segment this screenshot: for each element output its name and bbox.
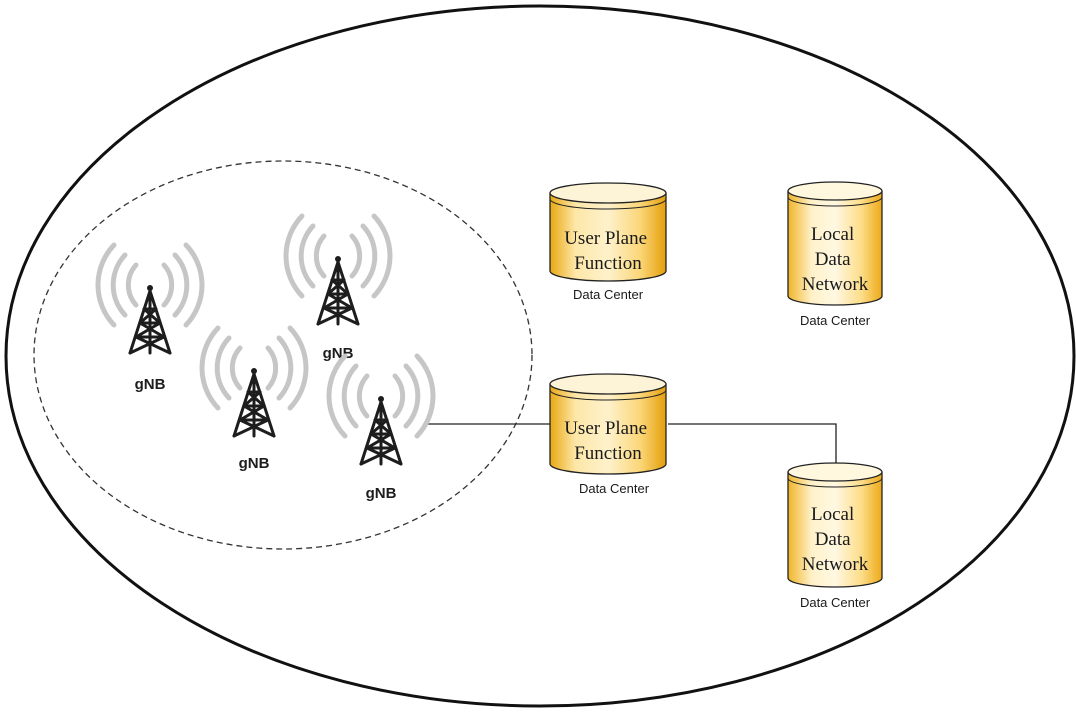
ldn-database-top: Local Data Network Data Center bbox=[787, 181, 883, 328]
title-line: Network bbox=[802, 274, 869, 295]
database-caption: Data Center bbox=[800, 313, 871, 328]
cell-tower-icon bbox=[98, 245, 202, 353]
gnb-label: gNB bbox=[323, 345, 354, 362]
database-caption: Data Center bbox=[579, 481, 650, 496]
cell-tower-icon bbox=[202, 328, 306, 436]
gnb-tower-1: gNB bbox=[98, 245, 202, 393]
title-line: Local bbox=[811, 224, 854, 245]
title-line: Function bbox=[574, 253, 642, 274]
link-upf-to-ldn bbox=[668, 423, 837, 466]
cell-tower-icon bbox=[286, 216, 390, 324]
title-line: User Plane bbox=[564, 228, 647, 249]
database-title: Local Data Network bbox=[802, 224, 869, 295]
database-caption: Data Center bbox=[800, 595, 871, 610]
database-cylinder-icon bbox=[549, 182, 667, 282]
title-line: Function bbox=[574, 443, 642, 464]
database-cylinder-icon bbox=[787, 462, 883, 588]
upf-database-top: User Plane Function Data Center bbox=[549, 182, 667, 302]
database-cylinder-icon bbox=[549, 373, 667, 475]
gnb-label: gNB bbox=[366, 485, 397, 502]
title-line: Data bbox=[815, 249, 851, 270]
database-title: Local Data Network bbox=[802, 504, 869, 575]
coverage-boundary bbox=[4, 4, 1076, 708]
database-caption: Data Center bbox=[573, 287, 644, 302]
cell-tower-icon bbox=[329, 356, 433, 464]
upf-database-connected: User Plane Function Data Center bbox=[549, 373, 667, 496]
gnb-cluster-boundary bbox=[33, 160, 533, 550]
database-cylinder-icon bbox=[787, 181, 883, 306]
database-title: User Plane Function bbox=[564, 228, 652, 274]
gnb-tower-4: gNB bbox=[329, 356, 433, 502]
gnb-label: gNB bbox=[239, 455, 270, 472]
ldn-database-connected: Local Data Network Data Center bbox=[787, 462, 883, 610]
gnb-tower-3: gNB bbox=[202, 328, 306, 472]
connection-lines bbox=[428, 423, 837, 466]
gnb-label: gNB bbox=[135, 376, 166, 393]
title-line: Local bbox=[811, 504, 854, 525]
title-line: User Plane bbox=[564, 418, 647, 439]
title-line: Network bbox=[802, 554, 869, 575]
title-line: Data bbox=[815, 529, 851, 550]
database-title: User Plane Function bbox=[564, 418, 652, 464]
